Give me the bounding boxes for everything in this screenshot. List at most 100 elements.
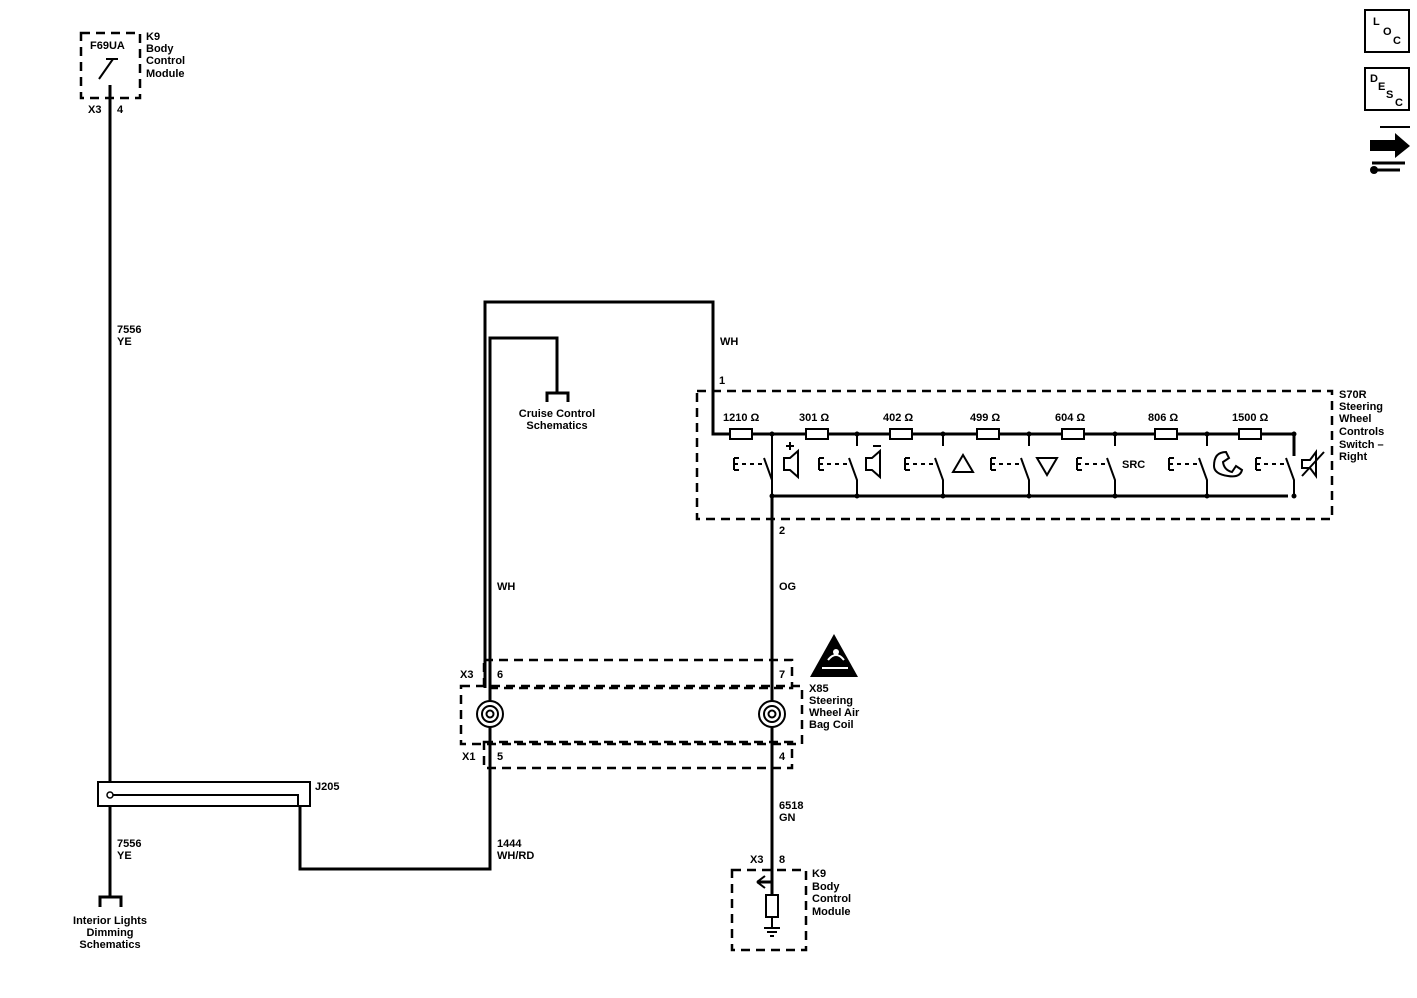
fuse-label: F69UA xyxy=(90,40,125,52)
resistor-label-5: 604 Ω xyxy=(1055,412,1085,424)
airbag-coil: X3 6 7 X1 5 4 X85 Steering Wheel Air Bag… xyxy=(459,658,860,770)
loc-letter-c: C xyxy=(1393,35,1401,47)
coil-pin-4: 4 xyxy=(779,751,786,763)
mute-icon xyxy=(1301,449,1325,479)
resistor-4 xyxy=(976,428,1000,440)
bcm-bottom-pin: 8 xyxy=(779,854,785,866)
swc-name-6: Right xyxy=(1339,451,1367,463)
cruise-control-link[interactable]: Cruise Control Schematics xyxy=(519,391,595,432)
wire-7556-upper-circuit: 7556 xyxy=(117,324,141,336)
swc-pin-in: 1 xyxy=(719,375,725,387)
interior-link-line-3: Schematics xyxy=(79,939,140,951)
swc-name-3: Wheel xyxy=(1339,413,1371,425)
bcm-bottom-connector: X3 xyxy=(750,854,763,866)
coil-name-3: Wheel Air xyxy=(809,707,860,719)
coil-x1: X1 xyxy=(462,751,475,763)
bcm-top-name-3: Control xyxy=(146,55,185,67)
bcm-bottom-name-3: Control xyxy=(812,893,851,905)
resistor-6 xyxy=(1154,428,1178,440)
src-label: SRC xyxy=(1122,459,1145,471)
wire-7556-lower-circuit: 7556 xyxy=(117,838,141,850)
swc-name-4: Controls xyxy=(1339,426,1384,438)
seek-up-icon xyxy=(951,453,975,473)
desc-letter-c: C xyxy=(1395,97,1403,109)
coil-pin-6: 6 xyxy=(497,669,503,681)
wire-wh-upper-label: WH xyxy=(720,336,738,348)
splice-label: J205 xyxy=(315,781,339,793)
switch-contact-7 xyxy=(1285,457,1295,496)
resistor-label-6: 806 Ω xyxy=(1148,412,1178,424)
bcm-top: F69UA K9 Body Control Module X3 4 xyxy=(79,31,185,116)
wire-og-label: OG xyxy=(779,581,796,593)
bcm-top-connector: X3 xyxy=(88,104,101,116)
coil-right-icon xyxy=(758,700,786,728)
resistor-label-7: 1500 Ω xyxy=(1232,412,1269,424)
interior-link-line-2: Dimming xyxy=(86,927,133,939)
switch-contact-5 xyxy=(1106,457,1116,496)
fuse-switch-icon xyxy=(98,58,118,80)
interior-lights-link[interactable]: Interior Lights Dimming Schematics xyxy=(73,895,147,951)
coil-name-1: X85 xyxy=(809,683,829,695)
loc-letter-l: L xyxy=(1373,16,1380,28)
coil-pin-5: 5 xyxy=(497,751,503,763)
resistor-2 xyxy=(805,428,829,440)
cruise-link-line-1: Cruise Control xyxy=(519,408,595,420)
coil-left-icon xyxy=(476,700,504,728)
desc-letter-e: E xyxy=(1378,81,1385,93)
bcm-bottom-name-2: Body xyxy=(812,881,840,893)
wire-1444 xyxy=(298,742,492,871)
airbag-warning-icon xyxy=(810,634,858,677)
ground-icon xyxy=(764,927,780,937)
splice-j205: J205 xyxy=(97,781,339,807)
resistor-1 xyxy=(729,428,753,440)
resistor-7 xyxy=(1238,428,1262,440)
switch-contact-4 xyxy=(1020,457,1030,496)
loc-button[interactable]: L O C xyxy=(1364,9,1410,53)
swc-pin-out: 2 xyxy=(779,525,785,537)
switch-contact-2 xyxy=(848,457,858,496)
bcm-bottom: X3 8 K9 Body Control Module xyxy=(730,854,851,952)
pullup-resistor xyxy=(765,894,779,918)
desc-letter-s: S xyxy=(1386,89,1393,101)
switch-contact-3 xyxy=(934,457,944,496)
coil-x3: X3 xyxy=(460,669,473,681)
cruise-link-line-2: Schematics xyxy=(526,420,587,432)
resistor-3 xyxy=(889,428,913,440)
coil-pin-7: 7 xyxy=(779,669,785,681)
wire-1444-circuit: 1444 xyxy=(497,838,522,850)
bcm-top-name-1: K9 xyxy=(146,31,160,43)
resistor-label-3: 402 Ω xyxy=(883,412,913,424)
desc-button[interactable]: D E S C xyxy=(1364,67,1410,111)
bcm-bottom-name-1: K9 xyxy=(812,868,826,880)
volume-up-icon xyxy=(783,448,799,480)
resistor-5 xyxy=(1061,428,1085,440)
volume-down-icon xyxy=(865,448,881,480)
switch-contact-6 xyxy=(1198,457,1208,496)
bcm-top-name-4: Module xyxy=(146,68,185,80)
wire-1444-color: WH/RD xyxy=(497,850,534,862)
swc-name-1: S70R xyxy=(1339,389,1367,401)
wire-6518-circuit: 6518 xyxy=(779,800,803,812)
interior-link-line-1: Interior Lights xyxy=(73,915,147,927)
bcm-top-pin: 4 xyxy=(117,104,124,116)
wire-7556-lower-color: YE xyxy=(117,850,132,862)
input-arrow-icon xyxy=(756,875,766,889)
wire-7556-upper-color: YE xyxy=(117,336,132,348)
seek-down-icon xyxy=(1035,457,1059,477)
bcm-top-name-2: Body xyxy=(146,43,174,55)
loc-letter-o: O xyxy=(1383,26,1392,38)
bcm-bottom-name-4: Module xyxy=(812,906,851,918)
coil-name-2: Steering xyxy=(809,695,853,707)
switch-contact-1 xyxy=(763,457,773,496)
coil-name-4: Bag Coil xyxy=(809,719,854,731)
swc-name-5: Switch – xyxy=(1339,439,1384,451)
wire-wh-mid-label: WH xyxy=(497,581,515,593)
connector-view-icon[interactable] xyxy=(1370,126,1410,174)
phone-icon xyxy=(1212,450,1244,478)
resistor-label-4: 499 Ω xyxy=(970,412,1000,424)
wire-6518-color: GN xyxy=(779,812,796,824)
wire-wh-upper xyxy=(483,300,740,688)
resistor-label-2: 301 Ω xyxy=(799,412,829,424)
desc-letter-d: D xyxy=(1370,73,1378,85)
